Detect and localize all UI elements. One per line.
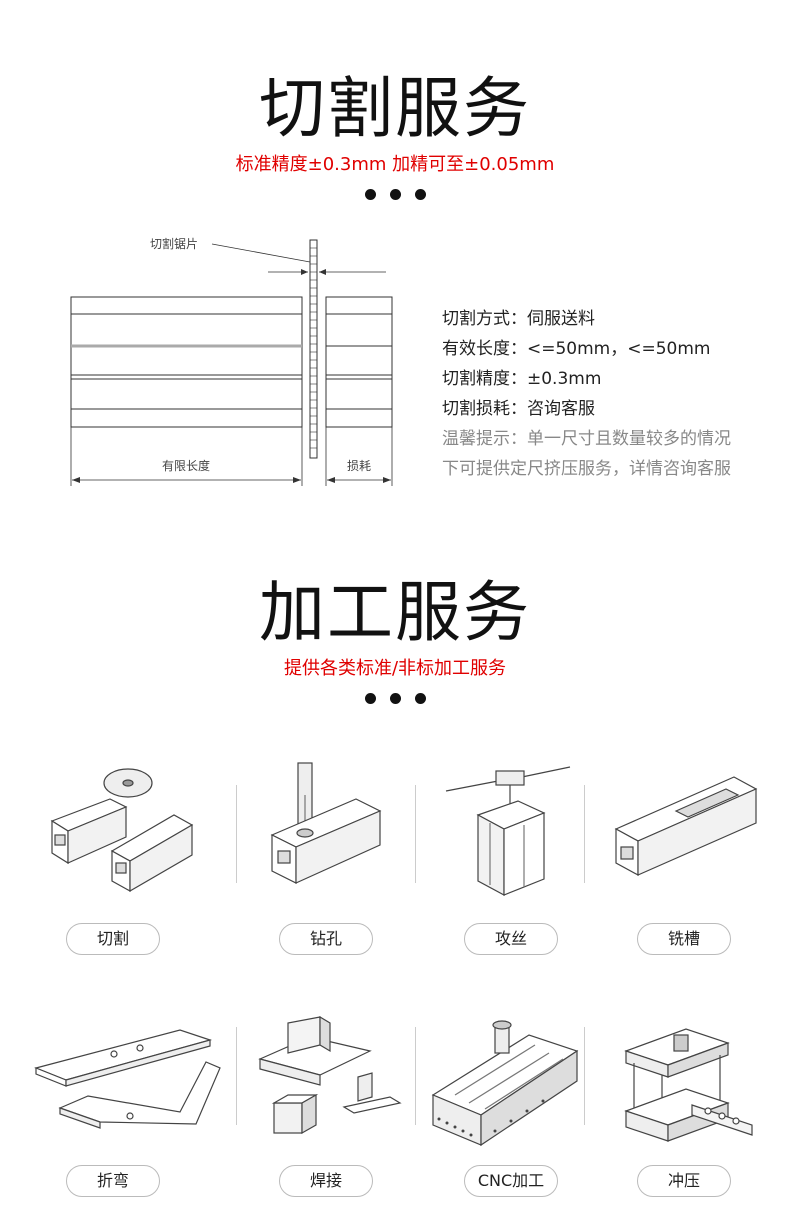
spec-effective-length: 有效长度：<=50mm，<=50mm — [442, 339, 711, 359]
bending-icon — [34, 1029, 221, 1129]
tapping-icon — [445, 766, 571, 897]
tip-line-2: 下可提供定尺挤压服务，详情咨询客服 — [442, 459, 731, 479]
processing-subtitle: 提供各类标准/非标加工服务 — [283, 658, 507, 679]
spec-cutting-method: 切割方式：伺服送料 — [442, 309, 595, 329]
service-drilling-button[interactable]: 钻孔 — [279, 923, 373, 955]
saw-label: 切割锯片 — [150, 236, 198, 251]
stamping-icon — [624, 1028, 753, 1142]
separator — [236, 1027, 237, 1125]
welding-icon — [258, 1015, 402, 1135]
service-milling-button[interactable]: 铣槽 — [637, 923, 731, 955]
spec-cutting-loss: 切割损耗：咨询客服 — [442, 399, 595, 419]
separator — [415, 785, 416, 883]
loss-label: 损耗 — [347, 459, 371, 473]
separator — [236, 785, 237, 883]
saw-cutting-icon — [50, 768, 194, 893]
service-stamping-button[interactable]: 冲压 — [637, 1165, 731, 1197]
processing-title: 加工服务 — [259, 574, 531, 651]
service-tapping-button[interactable]: 攻丝 — [464, 923, 558, 955]
processing-dots — [0, 689, 790, 704]
milling-icon — [614, 776, 758, 877]
tip-line-1: 温馨提示：单一尺寸且数量较多的情况 — [442, 429, 731, 449]
drilling-icon — [270, 762, 382, 884]
separator — [415, 1027, 416, 1125]
cutting-title: 切割服务 — [259, 70, 531, 147]
separator — [584, 785, 585, 883]
spec-cutting-precision: 切割精度：±0.3mm — [442, 369, 602, 389]
cutting-diagram: 切割锯片 有限长度 损耗 — [70, 236, 393, 486]
cutting-dots — [0, 185, 790, 200]
service-cnc-button[interactable]: CNC加工 — [464, 1165, 558, 1197]
separator — [584, 1027, 585, 1125]
length-label: 有限长度 — [162, 458, 210, 473]
service-welding-button[interactable]: 焊接 — [279, 1165, 373, 1197]
cutting-subtitle: 标准精度±0.3mm 加精可至±0.05mm — [235, 154, 555, 175]
cnc-machining-icon — [431, 1020, 579, 1147]
service-cutting-button[interactable]: 切割 — [66, 923, 160, 955]
service-bending-button[interactable]: 折弯 — [66, 1165, 160, 1197]
